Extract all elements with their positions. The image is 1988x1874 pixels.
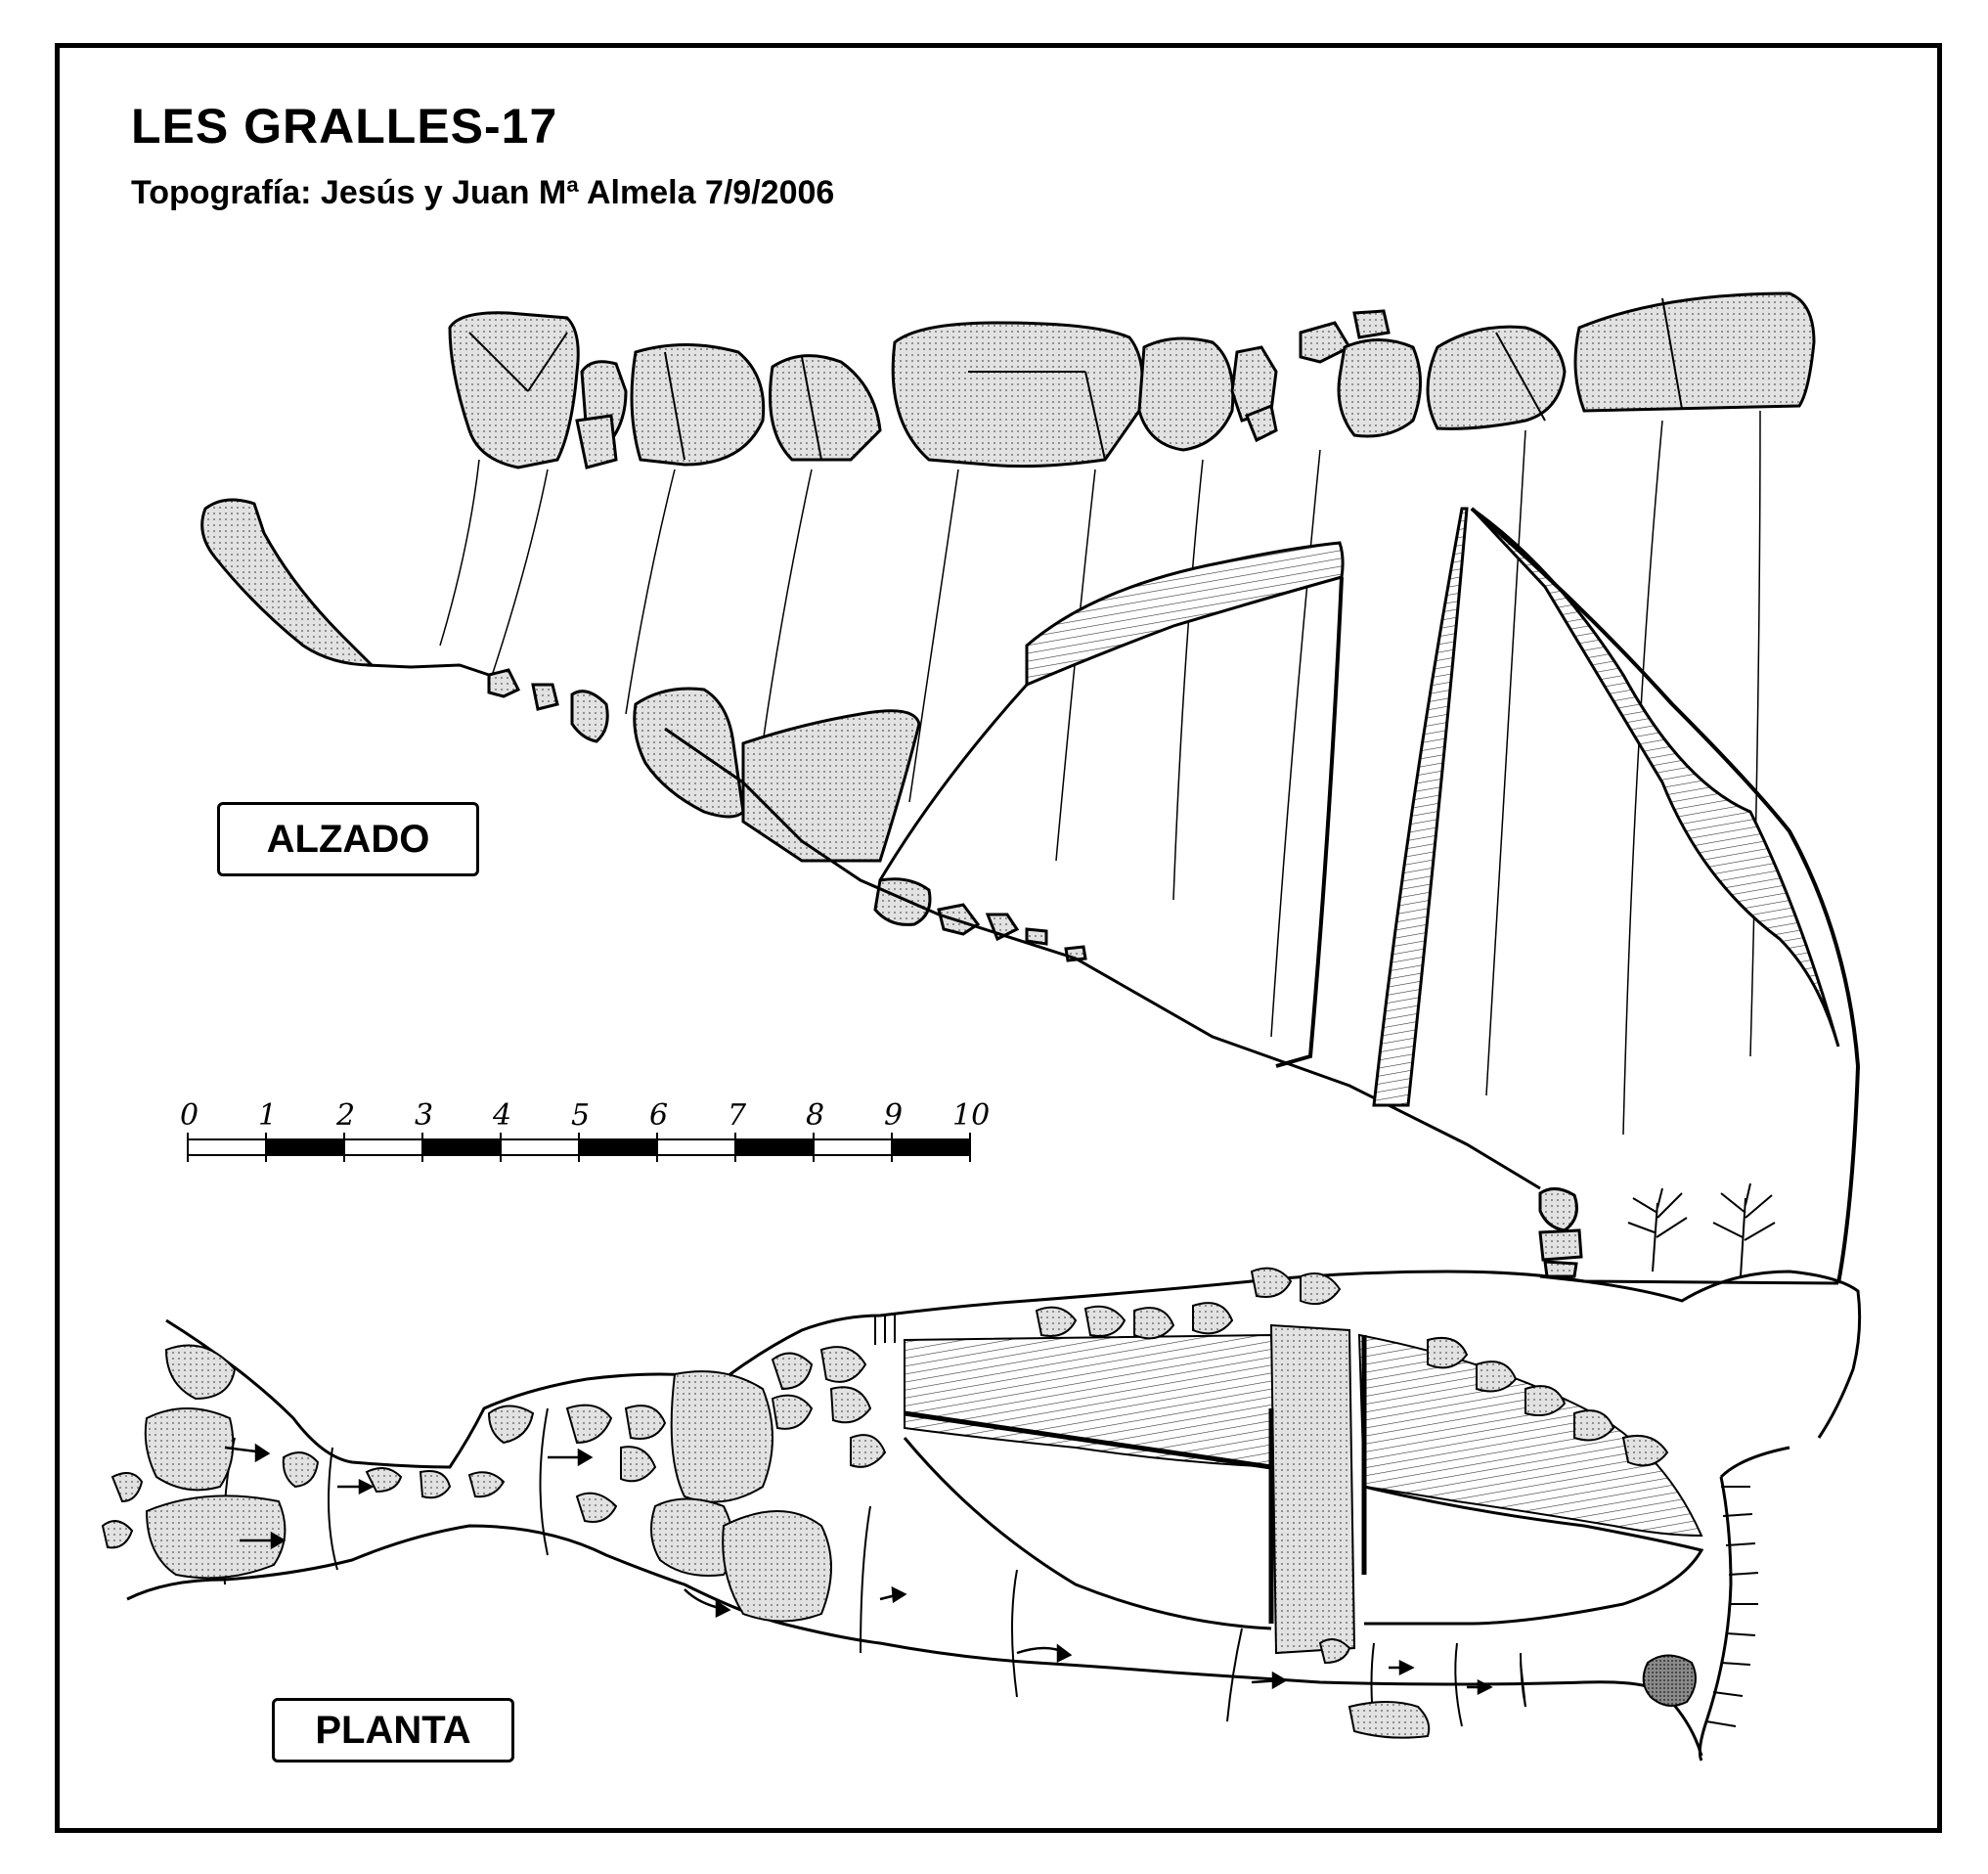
- elevation-view-label: ALZADO: [217, 802, 479, 876]
- scale-tick-6: 6: [649, 1098, 668, 1133]
- plan-view-label: PLANTA: [272, 1698, 514, 1762]
- plan-rubble: [101, 1267, 1669, 1739]
- floor-profile: [366, 663, 1839, 1285]
- scale-tick-3: 3: [415, 1098, 433, 1133]
- elevation-view: [200, 291, 1861, 1285]
- ceiling-boulders: [448, 291, 1816, 469]
- shaft-slabs: [878, 507, 1861, 1284]
- plan-outline-top: [165, 1270, 1862, 1469]
- scale-tick-4: 4: [492, 1098, 511, 1133]
- survey-title: LES GRALLES-17: [131, 99, 558, 154]
- ledge-ticks: [874, 1314, 1759, 1727]
- plan-view: [101, 1267, 1862, 1762]
- scale-tick-7: 7: [728, 1098, 747, 1133]
- plan-slab-area: [903, 1323, 1704, 1655]
- scale-tick-2: 2: [335, 1098, 355, 1133]
- flow-arrows: [224, 1443, 1493, 1696]
- plan-section-lines: [222, 1407, 1526, 1727]
- plant-icons: [1627, 1182, 1776, 1277]
- scale-bar: 0 1 2 3 4 5 6 7 8 9 10: [180, 1098, 990, 1162]
- scale-tick-9: 9: [884, 1098, 903, 1133]
- scale-tick-10: 10: [952, 1098, 990, 1133]
- scale-tick-1: 1: [258, 1098, 277, 1133]
- plan-outline-east: [1698, 1476, 1733, 1762]
- survey-credits: Topografía: Jesús y Juan Mª Almela 7/9/2…: [131, 174, 835, 211]
- wall-shading-lines: [439, 410, 1761, 1136]
- scale-tick-0: 0: [180, 1098, 199, 1133]
- plan-outline-bottom: [126, 1524, 1703, 1757]
- scale-tick-5: 5: [571, 1098, 590, 1133]
- scale-tick-8: 8: [806, 1098, 824, 1133]
- plan-outline-east-2: [1719, 1446, 1790, 1479]
- sheet-frame: [55, 43, 1942, 1833]
- entrance-boulders: [200, 498, 1583, 1278]
- dark-block: [1642, 1654, 1697, 1707]
- ceiling-boulder-facets: [468, 297, 1683, 461]
